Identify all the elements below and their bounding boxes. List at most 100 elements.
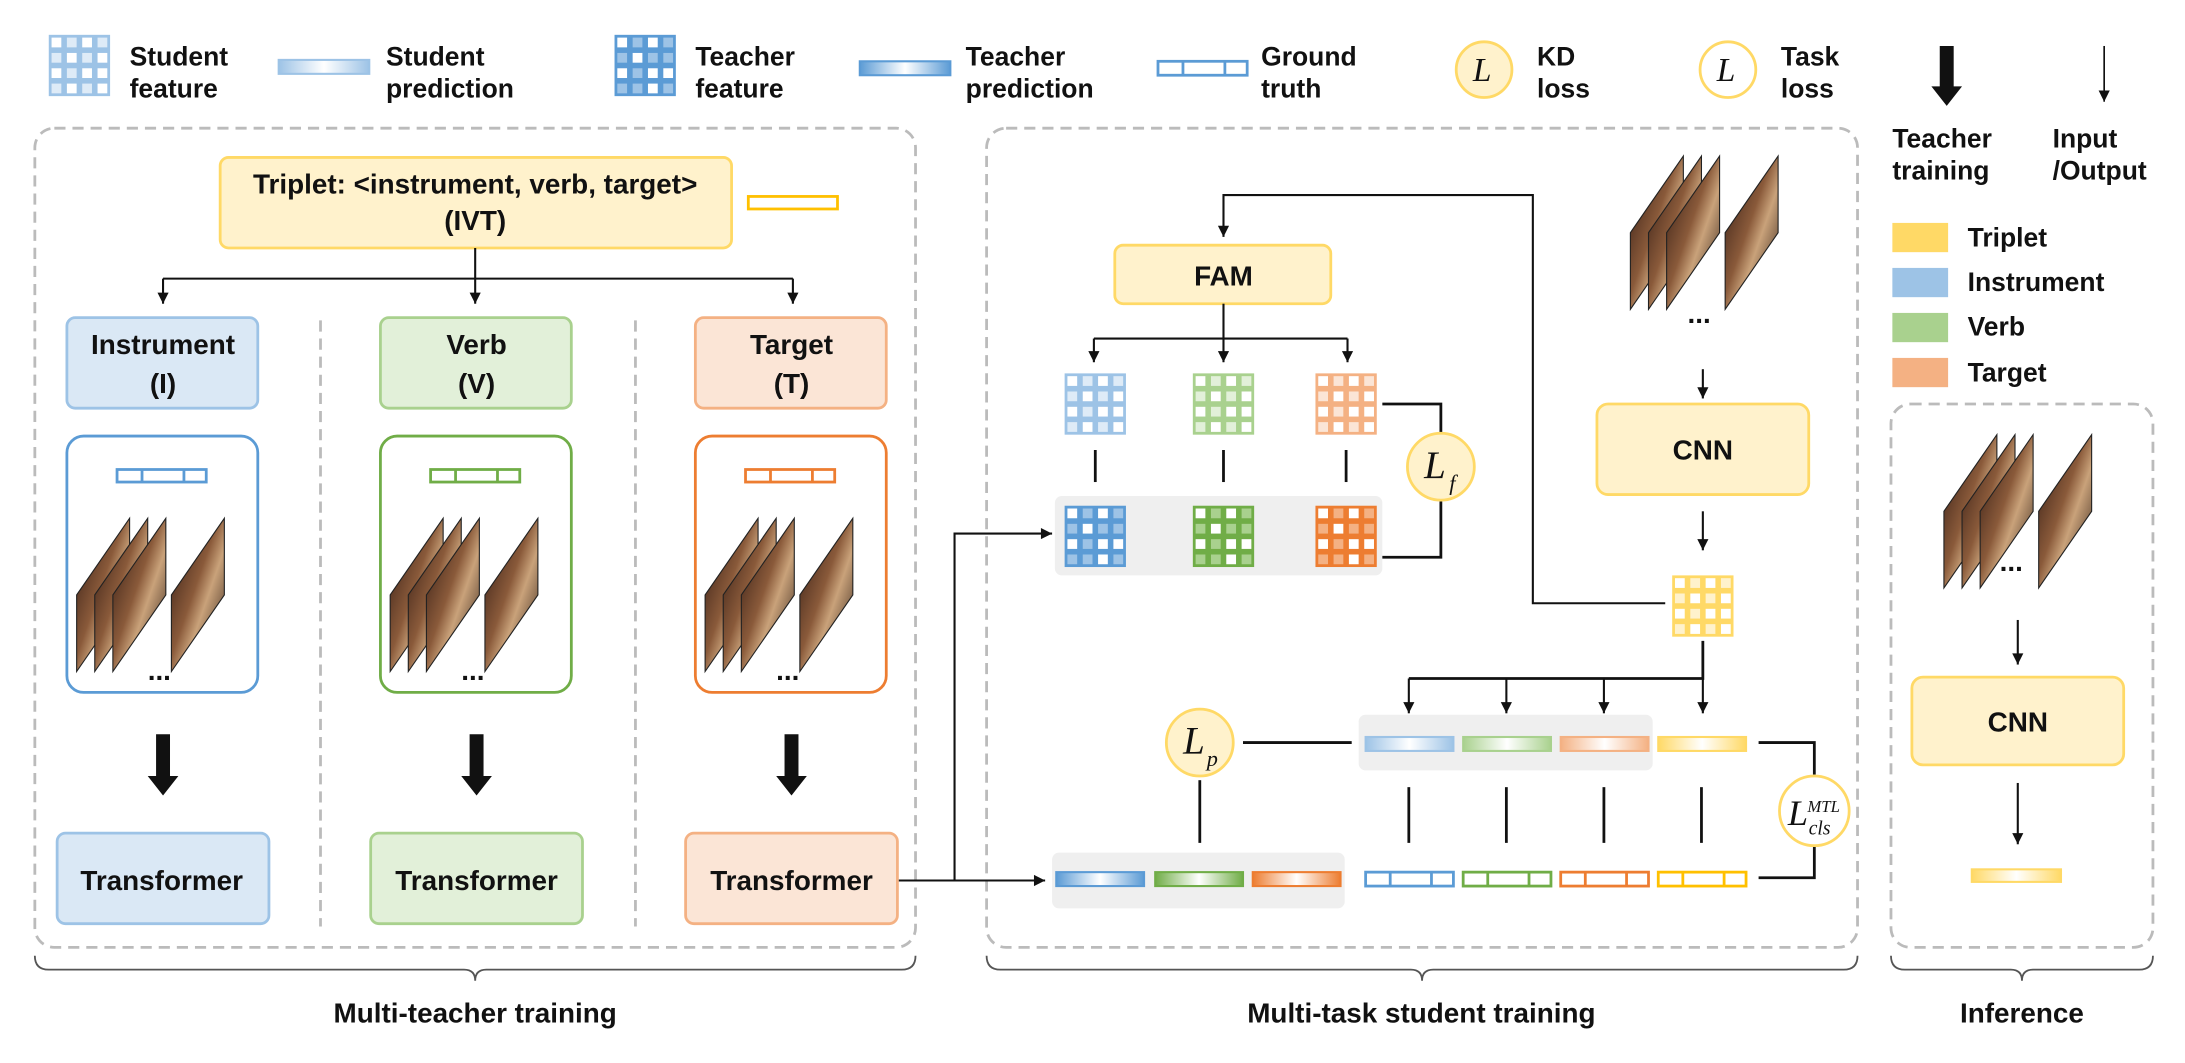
- grid-cell: [632, 37, 643, 48]
- legend-color-target: Target: [1968, 358, 2047, 388]
- grid-cell: [1318, 523, 1329, 534]
- video-frame: [1724, 154, 1779, 312]
- grid-cell: [663, 68, 674, 79]
- grid-cell: [1195, 523, 1206, 534]
- grid-cell: [1364, 539, 1374, 549]
- grid-cell: [1333, 406, 1344, 417]
- legend-swatch-instrument: [1892, 267, 1949, 298]
- legend-swatch-triplet: [1892, 222, 1949, 253]
- grid-cell: [1241, 508, 1252, 519]
- grid-cell: [1318, 406, 1329, 417]
- grid-cell: [1098, 391, 1108, 402]
- grid-cell: [1333, 539, 1344, 549]
- grid-cell: [1364, 523, 1374, 534]
- ground-truth-bar: [1656, 870, 1748, 888]
- arrow-head-icon: [2012, 653, 2024, 665]
- grid-cell: [66, 52, 77, 63]
- arrow-head-icon: [2098, 90, 2110, 102]
- grid-cell: [1226, 523, 1237, 534]
- cnn-box: [1595, 402, 1811, 496]
- grid-cell: [1210, 554, 1221, 565]
- surgical-video-frames: [389, 516, 539, 674]
- grid-cell: [1720, 624, 1731, 634]
- student-feature-grid: [1192, 373, 1255, 435]
- grid-cell: [1113, 508, 1124, 519]
- grid-cell: [1364, 376, 1374, 386]
- student-feature-map: [1672, 575, 1734, 637]
- triplet-prediction-bar: [1970, 868, 2063, 883]
- legend-color-triplet: Triplet: [1968, 223, 2048, 253]
- grid-cell: [1067, 422, 1078, 432]
- fam-label: FAM: [1194, 261, 1253, 292]
- grid-cell: [1210, 391, 1221, 402]
- grid-cell: [1113, 391, 1124, 402]
- legend-input-output-line2: /Output: [2053, 156, 2147, 186]
- teacher-feature-grid: [1192, 505, 1255, 568]
- grid-cell: [663, 37, 674, 48]
- grid-cell: [1333, 422, 1344, 432]
- teacher-prediction-bar: [1251, 871, 1342, 888]
- arrow-head-icon: [469, 292, 481, 304]
- grid-cell: [1113, 406, 1124, 417]
- grid-cell: [1318, 508, 1329, 519]
- legend-kd-loss-line1: KD: [1537, 41, 1575, 71]
- grid-cell: [66, 68, 77, 79]
- surgical-video-frames: [704, 516, 854, 674]
- instrument-ellipsis: ...: [148, 655, 171, 686]
- grid-cell: [617, 52, 628, 63]
- teacher-training-arrow-icon: [1931, 45, 1963, 106]
- arrow-head-icon: [1217, 225, 1230, 237]
- grid-cell: [647, 52, 658, 63]
- student-panel: [985, 126, 1859, 949]
- student-caption: Multi-task student training: [1247, 998, 1595, 1029]
- grid-cell: [1082, 523, 1093, 534]
- grid-cell: [1348, 539, 1359, 549]
- grid-cell: [1098, 508, 1108, 519]
- grid-cell: [1241, 539, 1252, 549]
- grid-cell: [51, 37, 62, 48]
- video-frame: [112, 516, 167, 674]
- grid-cell: [1098, 523, 1108, 534]
- teacher-training-arrow-icon: [147, 734, 179, 796]
- grid-cell: [97, 83, 108, 94]
- ground-truth-bar: [115, 468, 208, 484]
- legend-teacher-training-line2: training: [1892, 156, 1989, 186]
- student-prediction-icon: [277, 58, 371, 75]
- grid-cell: [1082, 508, 1093, 519]
- arrow-head-icon: [1040, 528, 1053, 540]
- arrow-head-icon: [1403, 702, 1415, 714]
- grid-cell: [632, 68, 643, 79]
- grid-cell: [1210, 523, 1221, 534]
- video-frame: [2038, 432, 2093, 590]
- ground-truth-bar: [1461, 870, 1553, 888]
- grid-cell: [1720, 608, 1731, 619]
- student-feature-grid: [1064, 373, 1126, 435]
- grid-cell: [1690, 624, 1701, 634]
- gt-bar-frame: [429, 468, 522, 484]
- grid-cell: [1705, 578, 1716, 588]
- grid-cell: [1210, 539, 1221, 549]
- teacher-prediction-bar: [1055, 871, 1146, 888]
- caption-brace: [33, 955, 917, 981]
- grid-cell: [1098, 376, 1108, 386]
- legend-swatch-verb: [1892, 312, 1949, 343]
- surgical-video-frames: [76, 516, 225, 674]
- kd-loss-icon: [1454, 40, 1514, 99]
- teacher-feature-icon: [614, 34, 676, 97]
- grid-cell: [1333, 554, 1344, 565]
- grid-cell: [1226, 554, 1237, 565]
- video-frame: [1666, 154, 1721, 312]
- grid-cell: [1082, 539, 1093, 549]
- grid-cell: [1690, 608, 1701, 619]
- transformer-box-target: [684, 831, 899, 926]
- legend-kd-loss-line2: loss: [1537, 74, 1590, 104]
- grid-cell: [82, 52, 92, 63]
- transformer-box-verb: [369, 831, 584, 926]
- grid-cell: [51, 52, 62, 63]
- video-frame: [170, 516, 225, 674]
- grid-cell: [1226, 422, 1237, 432]
- arrow-head-icon: [1033, 874, 1046, 887]
- teacher-training-arrow-icon: [776, 734, 807, 796]
- arrow-head-icon: [1697, 539, 1709, 551]
